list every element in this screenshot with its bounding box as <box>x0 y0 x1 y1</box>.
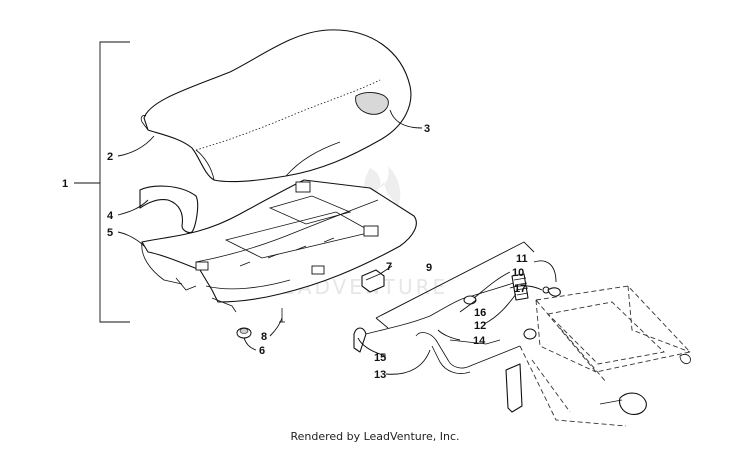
callout-6: 6 <box>259 345 265 357</box>
callout-7: 7 <box>386 261 392 273</box>
callout-14: 14 <box>473 335 486 347</box>
callout-12: 12 <box>474 320 486 332</box>
latch-cable <box>357 273 561 337</box>
latch-kit-outline <box>375 241 535 329</box>
footer-credit: Rendered by LeadVenture, Inc. <box>290 430 460 443</box>
callout-17: 17 <box>514 283 526 295</box>
callout-9: 9 <box>426 262 432 274</box>
leader-lines <box>117 109 557 375</box>
screw <box>279 308 285 323</box>
callout-13: 13 <box>374 369 386 381</box>
seat-base <box>141 179 417 313</box>
callout-10: 10 <box>512 267 524 279</box>
callout-4: 4 <box>107 210 114 222</box>
callout-labels: 1 2 3 4 5 6 7 8 9 10 11 12 13 14 15 16 1… <box>62 123 528 381</box>
callout-8: 8 <box>261 331 267 343</box>
frame-reference <box>519 285 691 427</box>
seat-strap <box>139 185 199 234</box>
rubber-bumper <box>236 327 252 339</box>
callout-3: 3 <box>424 123 430 135</box>
callout-1: 1 <box>62 178 68 190</box>
callout-5: 5 <box>107 227 113 239</box>
callout-16: 16 <box>474 307 486 319</box>
seat-cover <box>140 29 412 183</box>
callout-2: 2 <box>107 151 113 163</box>
callout-11: 11 <box>516 253 528 265</box>
mounting-bracket <box>361 269 385 293</box>
assembly-bracket <box>74 41 130 323</box>
latch-lever <box>353 327 537 413</box>
callout-15: 15 <box>374 352 386 364</box>
